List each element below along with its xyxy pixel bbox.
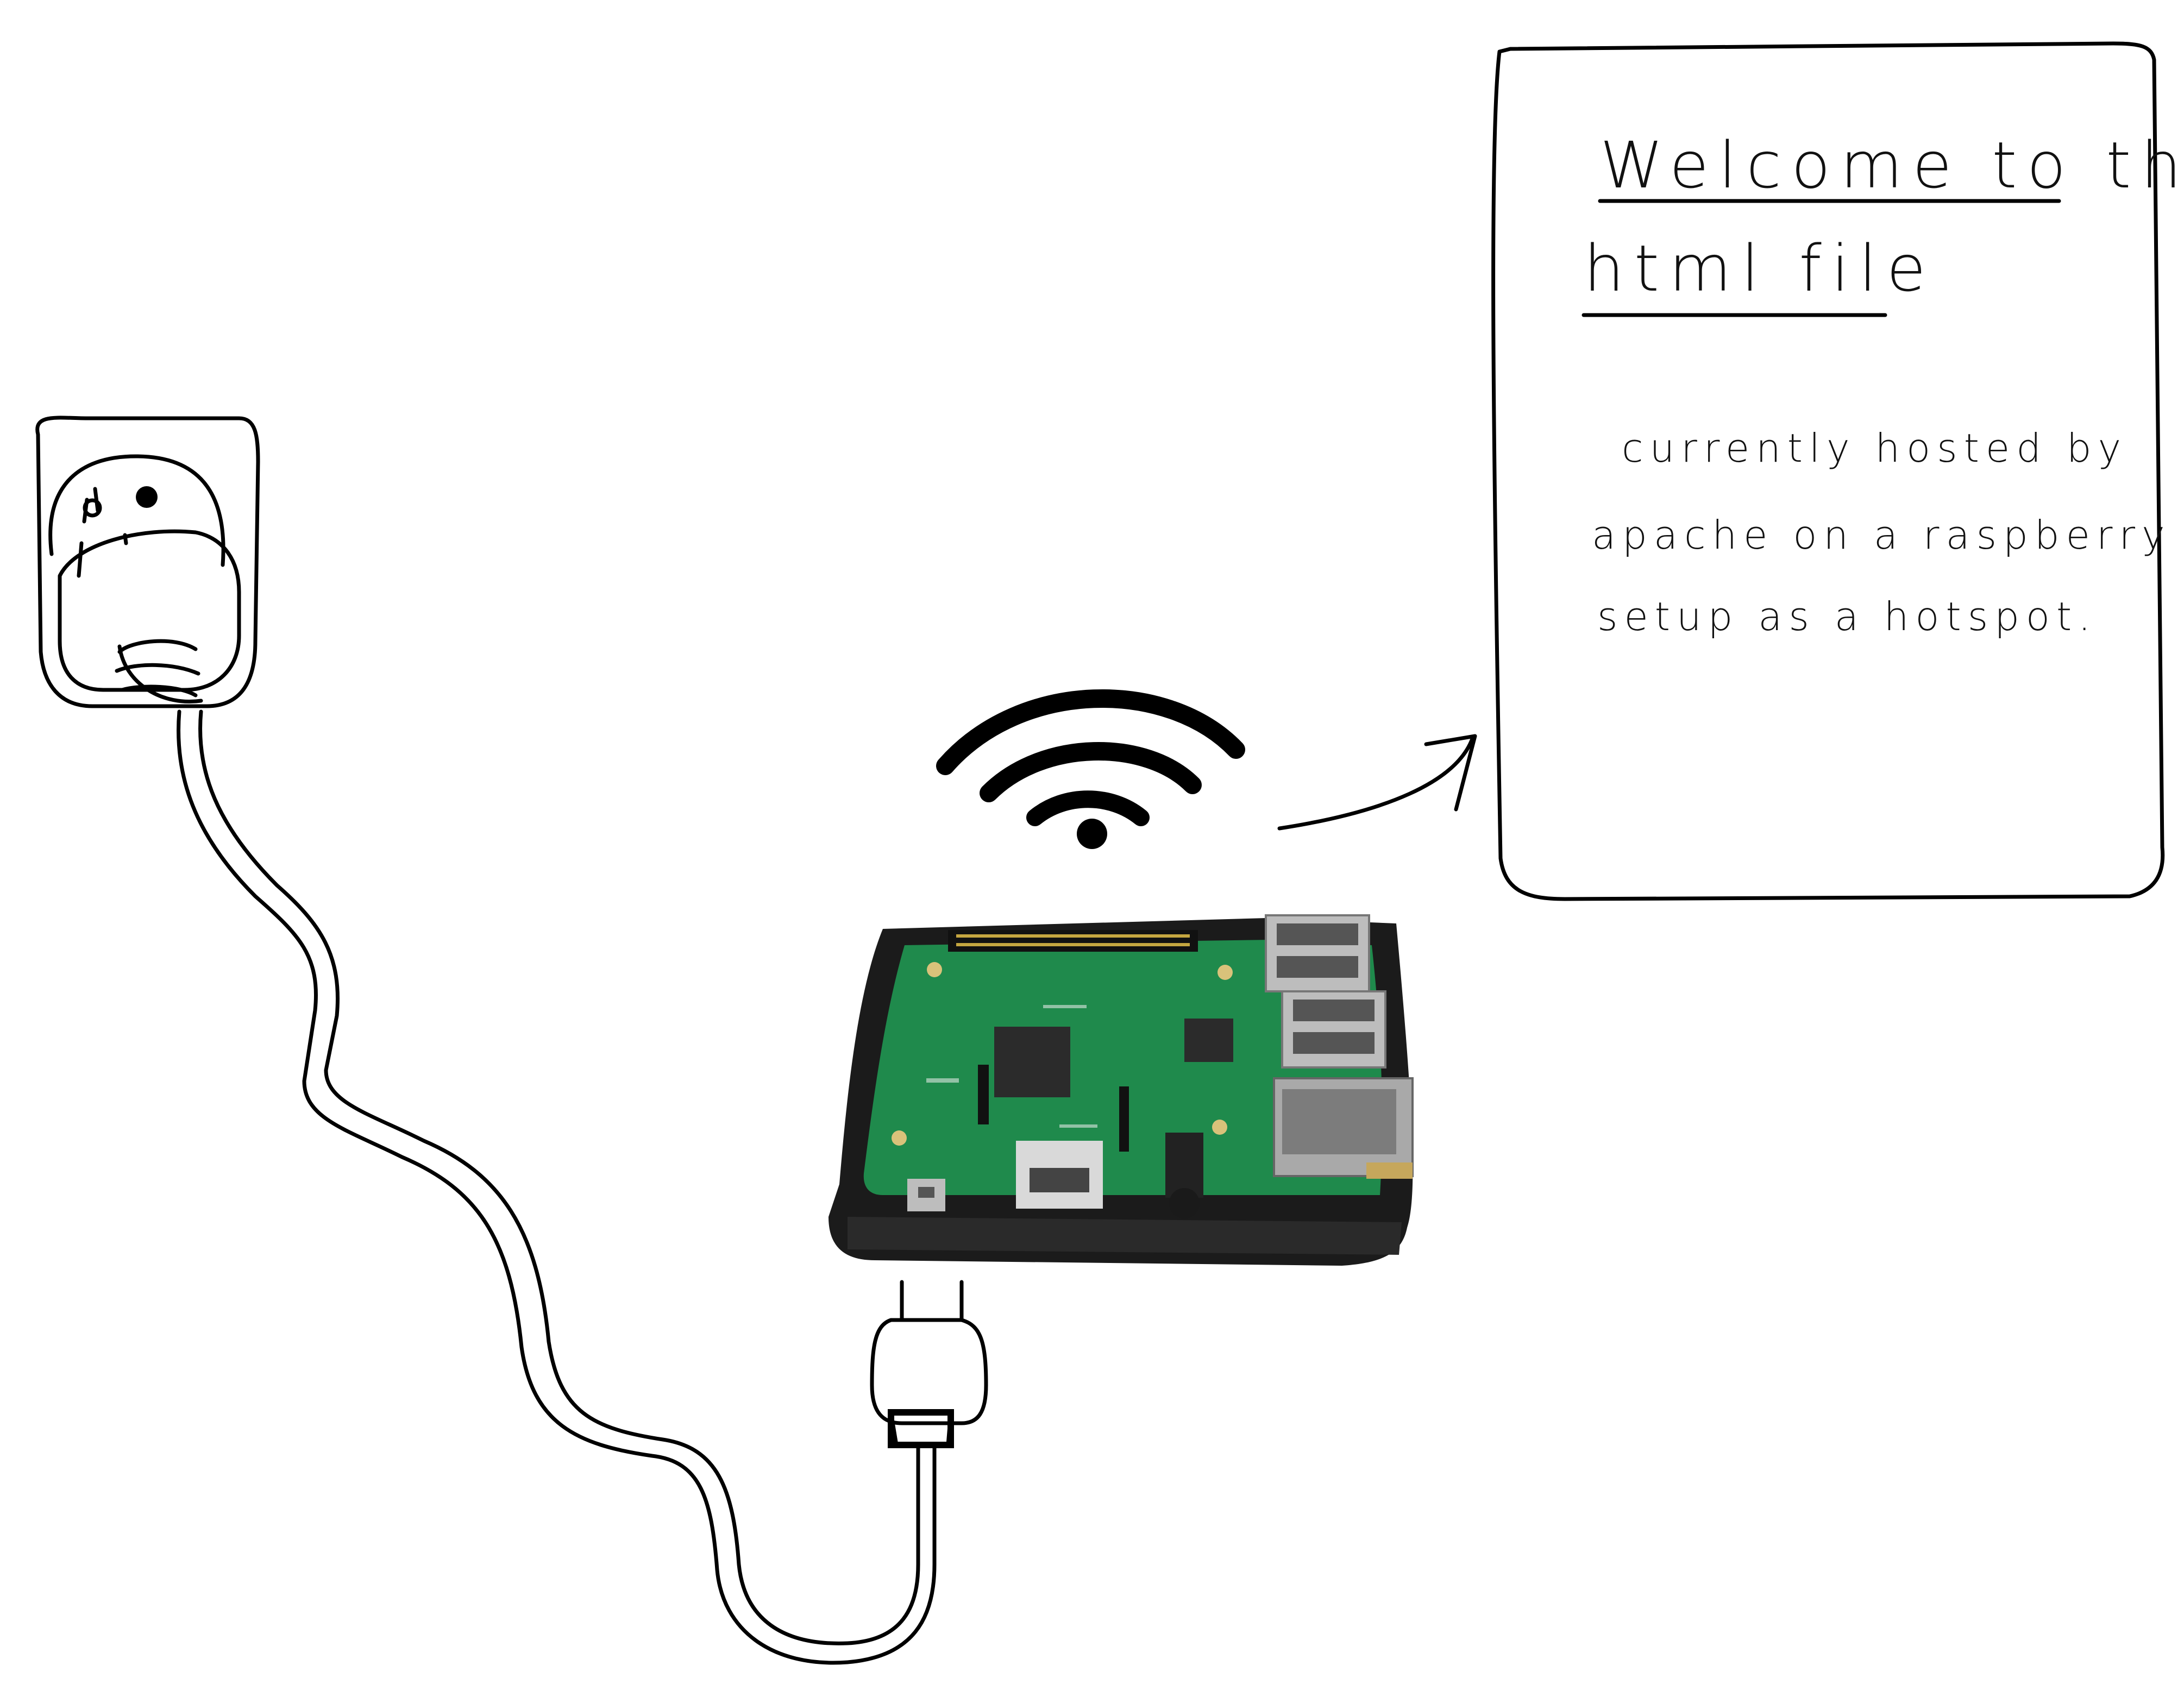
raspberry-pi-board — [829, 914, 1414, 1266]
page-body-line2: apache on a raspberry Pi — [1592, 512, 2184, 558]
arrow-to-page — [1277, 734, 1477, 831]
page-body-line3: setup as a hotspot. — [1597, 594, 2097, 639]
page-title-line1: Welcome to this — [1600, 128, 2184, 203]
power-cable — [177, 709, 937, 1665]
page-title-line2: html file — [1584, 231, 1936, 306]
web-page: Welcome to this html file currently host… — [1491, 41, 2184, 901]
micro-usb-plug — [870, 1280, 988, 1448]
page-body-line1: currently hosted by — [1622, 425, 2127, 471]
wifi-icon — [936, 689, 1245, 849]
wall-outlet-icon — [35, 416, 260, 708]
